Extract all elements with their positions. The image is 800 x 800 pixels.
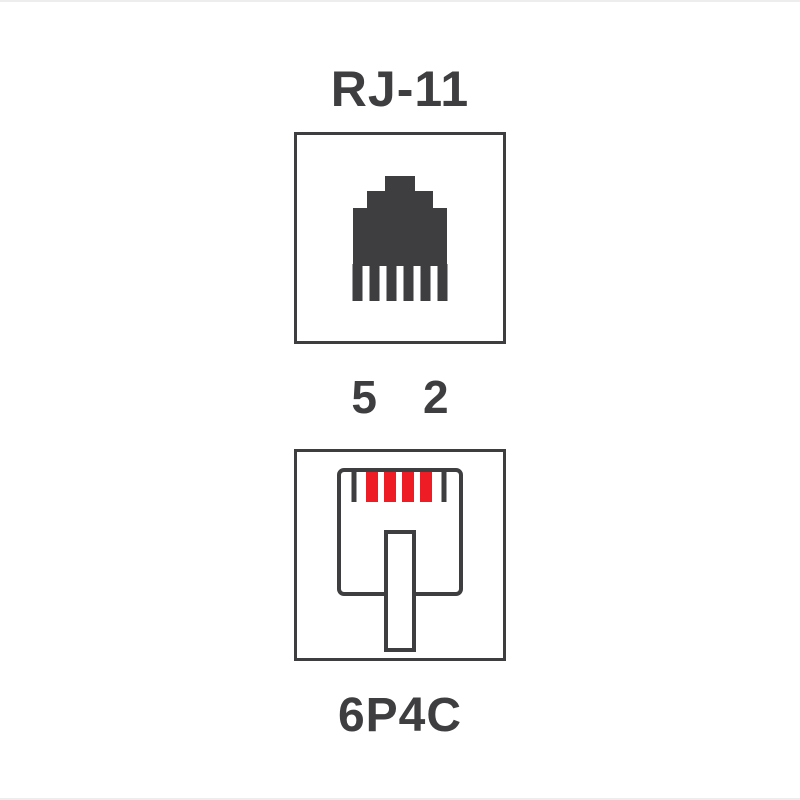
pin-labels: 5 2 xyxy=(0,374,800,420)
pin-label-5: 5 xyxy=(351,371,377,423)
rj11-jack-icon xyxy=(352,175,448,301)
rj11-plug-icon xyxy=(337,468,463,652)
connector-title: RJ-11 xyxy=(330,61,470,117)
pin-label-2: 2 xyxy=(423,371,449,423)
jack-panel xyxy=(294,132,506,344)
connector-type-label: 6P4C xyxy=(337,689,463,742)
plug-panel xyxy=(294,449,506,661)
